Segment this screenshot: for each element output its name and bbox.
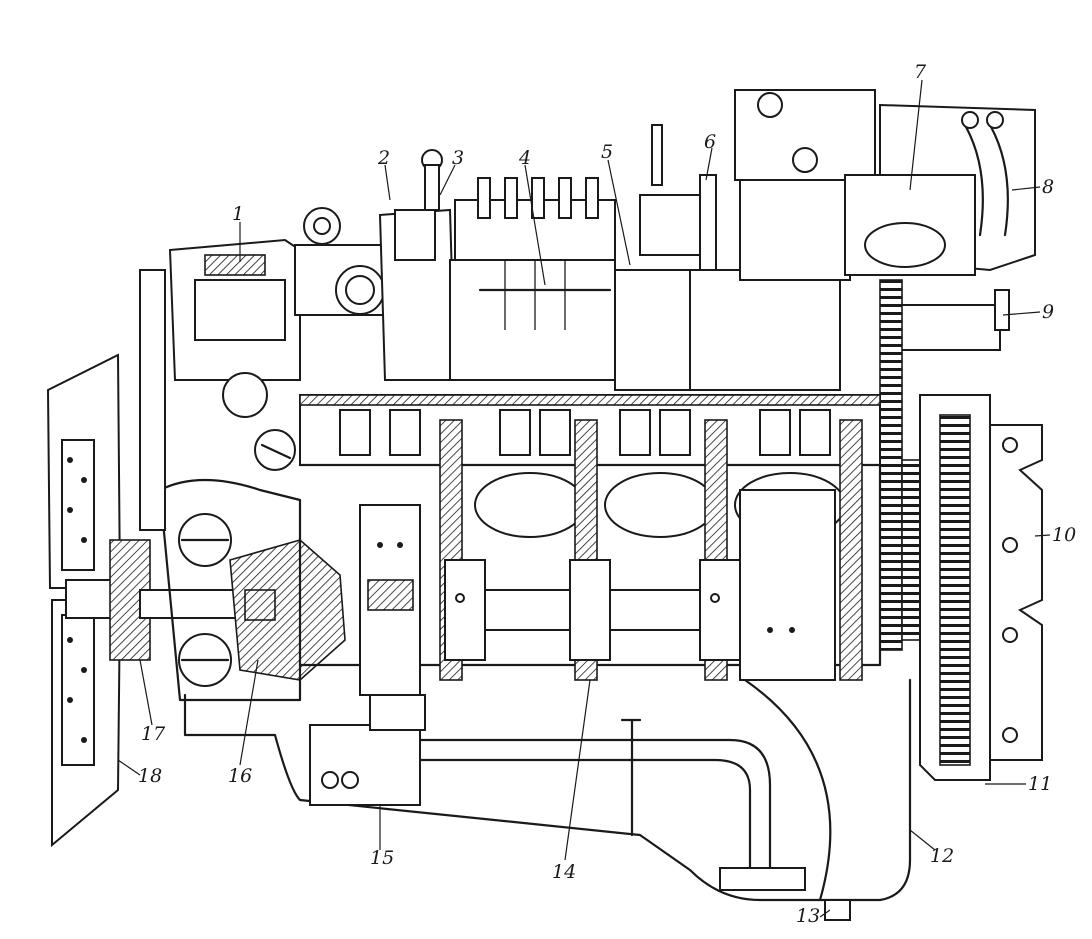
- callout-17: 17: [141, 723, 166, 745]
- intake-pipe: [294, 207, 386, 316]
- fan-hub-coupling: [65, 478, 346, 702]
- callout-2: 2: [377, 147, 390, 169]
- callout-leaders: [117, 79, 1051, 918]
- air-compressor: [734, 89, 876, 281]
- oil-pump: [309, 694, 426, 806]
- callout-18: 18: [138, 765, 162, 787]
- callout-14: 14: [552, 861, 576, 883]
- callout-3: 3: [452, 147, 464, 169]
- oil-pickup-pipe: [418, 718, 806, 891]
- callout-1: 1: [232, 203, 244, 225]
- callout-10: 10: [1052, 524, 1076, 546]
- injection-pump-outlets: [477, 177, 599, 219]
- oil-sump: [183, 678, 912, 921]
- tachometer-drive: [899, 289, 1010, 351]
- oil-filter-housing: [844, 103, 1036, 276]
- callout-9: 9: [1042, 301, 1054, 323]
- callout-12: 12: [930, 845, 954, 867]
- fuel-injection-pump: [378, 149, 616, 381]
- callout-labels: 1 2 3 4 5 6 7 8 9 10 11 12 13 14 15 16 1…: [138, 61, 1076, 927]
- timing-gears: [879, 279, 921, 651]
- callout-16: 16: [228, 765, 252, 787]
- callout-5: 5: [601, 141, 613, 163]
- callout-15: 15: [370, 847, 394, 869]
- generator: [139, 238, 301, 531]
- crankshaft: [359, 489, 836, 696]
- camshaft: [299, 394, 881, 466]
- fan-blade: [46, 353, 122, 848]
- callout-8: 8: [1042, 176, 1054, 198]
- callout-6: 6: [704, 131, 716, 153]
- callout-7: 7: [914, 61, 927, 83]
- governor-housing: [614, 124, 841, 391]
- callout-11: 11: [1028, 773, 1052, 795]
- cam-lobes: [339, 409, 831, 456]
- flywheel-housing: [919, 394, 1043, 781]
- callout-4: 4: [518, 147, 531, 169]
- callout-13: 13: [796, 905, 820, 927]
